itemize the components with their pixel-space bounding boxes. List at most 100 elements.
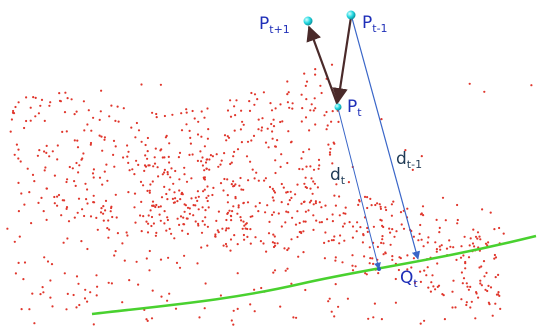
cloud-point xyxy=(314,73,317,76)
cloud-point xyxy=(121,242,124,245)
cloud-point xyxy=(107,236,110,239)
cloud-point xyxy=(200,160,203,163)
cloud-point xyxy=(103,136,106,139)
cloud-point xyxy=(220,159,223,162)
cloud-point xyxy=(49,279,52,282)
cloud-point xyxy=(261,117,264,120)
cloud-point xyxy=(241,120,244,123)
cloud-point xyxy=(89,143,92,146)
cloud-point xyxy=(388,227,391,230)
cloud-point xyxy=(73,180,76,183)
cloud-point xyxy=(460,271,463,274)
cloud-point xyxy=(168,227,171,230)
cloud-point xyxy=(206,158,209,161)
cloud-point xyxy=(426,241,429,244)
cloud-point xyxy=(338,214,341,217)
cloud-point xyxy=(474,235,478,238)
cloud-point xyxy=(270,109,274,112)
cloud-point xyxy=(203,188,206,191)
cloud-point xyxy=(277,212,280,215)
cloud-point xyxy=(178,189,181,192)
cloud-point xyxy=(229,238,233,241)
cloud-point xyxy=(173,237,176,240)
cloud-point xyxy=(242,123,245,126)
cloud-point xyxy=(494,256,498,259)
cloud-point xyxy=(372,262,375,265)
cloud-point xyxy=(304,176,307,179)
cloud-point xyxy=(148,164,151,167)
cloud-point xyxy=(26,167,29,170)
cloud-point xyxy=(93,201,96,204)
cloud-point xyxy=(279,305,282,308)
cloud-point xyxy=(314,200,317,203)
cloud-point xyxy=(43,150,46,153)
cloud-point xyxy=(148,249,151,253)
cloud-point xyxy=(258,201,261,205)
cloud-point xyxy=(230,161,233,164)
cloud-point xyxy=(308,201,311,204)
cloud-point xyxy=(240,141,243,144)
cloud-point xyxy=(314,202,317,205)
cloud-point xyxy=(163,222,166,225)
cloud-point xyxy=(166,173,169,176)
cloud-point xyxy=(51,305,54,308)
cloud-point xyxy=(66,178,69,181)
cloud-point xyxy=(242,220,245,223)
cloud-point xyxy=(351,254,354,257)
cloud-point xyxy=(165,192,168,196)
cloud-point xyxy=(33,322,36,325)
cloud-point xyxy=(82,152,85,155)
cloud-point xyxy=(366,206,369,210)
cloud-point xyxy=(484,242,488,245)
cloud-point xyxy=(144,154,147,157)
cloud-point xyxy=(335,183,338,186)
cloud-point xyxy=(168,188,171,191)
cloud-point xyxy=(338,242,341,245)
cloud-point xyxy=(95,294,98,297)
cloud-point xyxy=(57,193,61,197)
cloud-point xyxy=(31,173,35,176)
cloud-point xyxy=(473,245,476,248)
cloud-point xyxy=(296,210,299,213)
cloud-point xyxy=(308,148,311,151)
cloud-point xyxy=(276,139,279,142)
cloud-point xyxy=(209,154,212,157)
cloud-point xyxy=(84,288,87,291)
cloud-point xyxy=(238,184,241,187)
cloud-point xyxy=(257,179,260,182)
cloud-point xyxy=(456,222,459,225)
cloud-point xyxy=(211,155,214,158)
cloud-point xyxy=(200,110,203,113)
cloud-point xyxy=(206,137,209,140)
cloud-point xyxy=(205,196,208,199)
cloud-point xyxy=(100,207,103,210)
cloud-point xyxy=(487,241,490,244)
cloud-point xyxy=(50,263,54,266)
cloud-point xyxy=(391,258,394,261)
cloud-point xyxy=(420,238,423,241)
marker-p-t-minus-1 xyxy=(346,10,356,20)
cloud-point xyxy=(467,288,470,291)
cloud-point xyxy=(489,286,493,289)
cloud-point xyxy=(142,215,145,218)
cloud-point xyxy=(237,206,240,209)
cloud-point xyxy=(25,96,28,99)
cloud-point xyxy=(331,110,334,113)
cloud-point xyxy=(169,176,172,179)
cloud-point xyxy=(201,220,204,223)
cloud-point xyxy=(86,247,89,251)
cloud-point xyxy=(211,193,214,197)
cloud-point xyxy=(44,166,47,169)
cloud-point xyxy=(151,180,154,183)
cloud-point xyxy=(333,194,336,197)
cloud-point xyxy=(131,168,134,171)
label-q-t: Qt xyxy=(400,268,418,290)
cloud-point xyxy=(357,203,360,206)
cloud-point xyxy=(475,291,478,294)
cloud-point xyxy=(203,307,206,310)
cloud-point xyxy=(37,112,41,115)
cloud-point xyxy=(328,153,332,156)
cloud-point xyxy=(312,109,315,112)
cloud-point xyxy=(76,146,80,149)
cloud-point xyxy=(343,239,346,242)
